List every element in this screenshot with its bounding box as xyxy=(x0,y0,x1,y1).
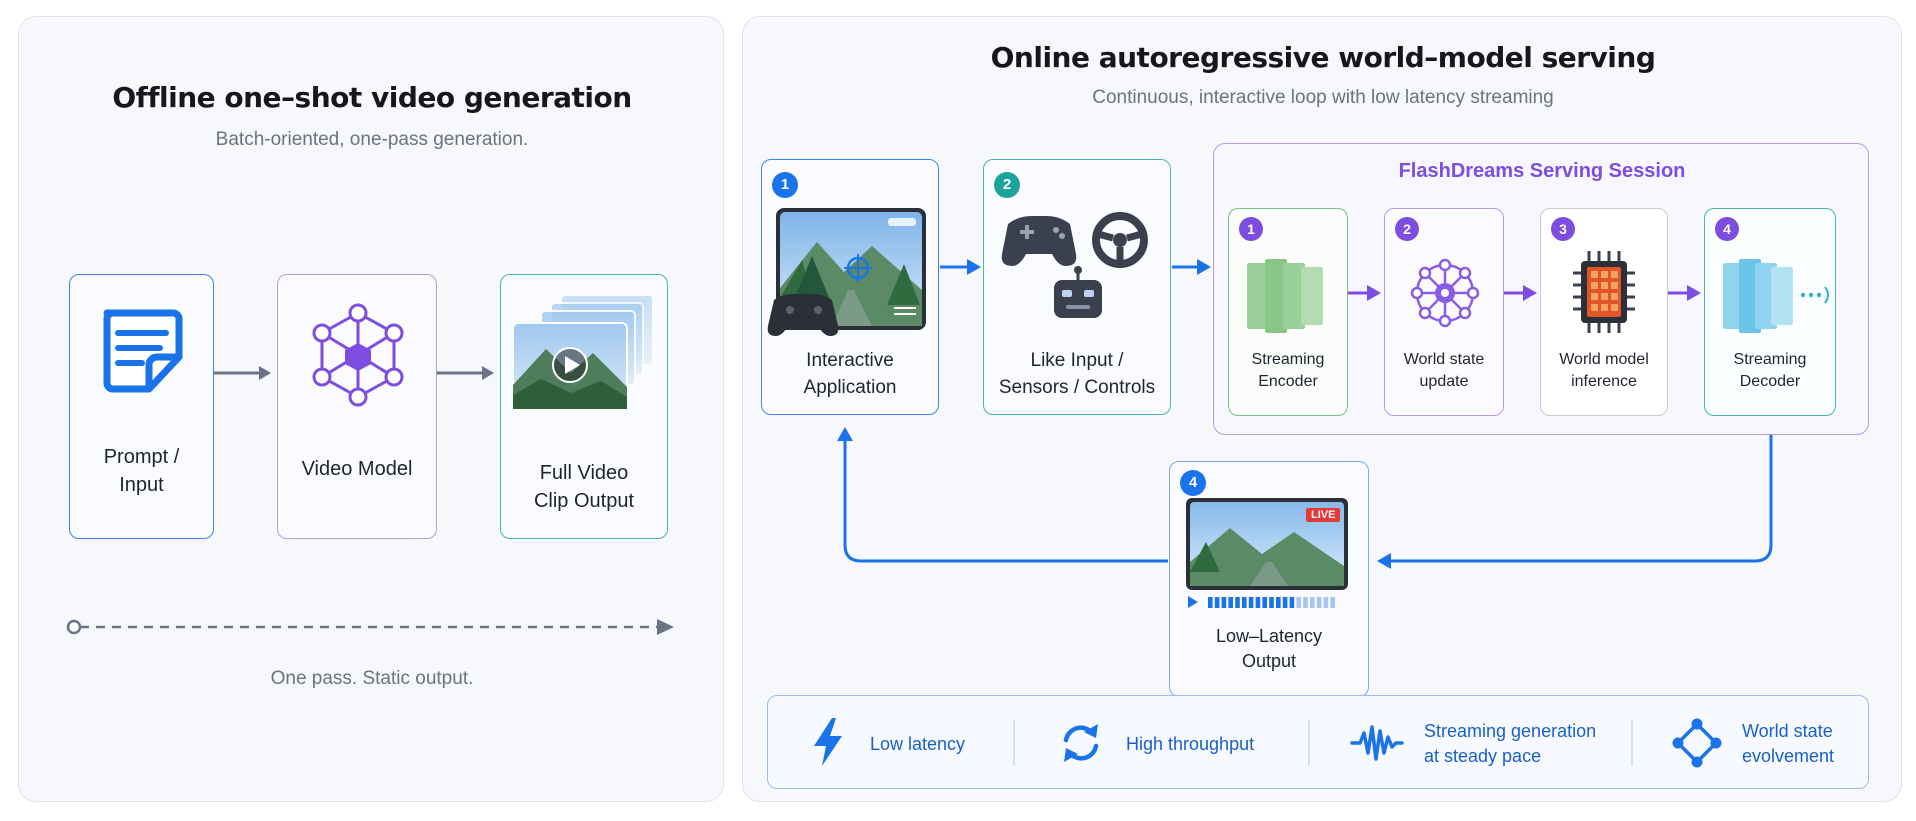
step-badge: 2 xyxy=(994,172,1020,198)
progress-tick xyxy=(1248,597,1254,608)
video-model-card: Video Model xyxy=(277,274,437,539)
progress-tick xyxy=(1310,597,1315,608)
feature-label: Low latency xyxy=(870,734,966,754)
feature-world-state-evolvement: World state evolvement xyxy=(1672,696,1862,790)
feature-label: High throughput xyxy=(1126,734,1255,754)
live-badge: LIVE xyxy=(1306,508,1341,522)
game-screen-icon xyxy=(767,208,926,336)
progress-tick xyxy=(1235,597,1240,608)
controllers-icon xyxy=(1001,212,1148,318)
step-badge: 4 xyxy=(1715,217,1739,241)
progress-tick xyxy=(1330,597,1335,608)
progress-tick xyxy=(1221,597,1227,608)
feature-label: Streaming generation at steady pace xyxy=(1424,721,1597,767)
prompt-input-card: Prompt / Input xyxy=(69,274,214,539)
video-model-label: Video Model xyxy=(301,458,413,480)
progress-tick xyxy=(1214,597,1220,608)
progress-tick xyxy=(1208,597,1213,608)
progress-tick xyxy=(1282,597,1288,608)
progress-tick xyxy=(1255,597,1261,608)
low-latency-output-card: 4 LIVE Low–Latency Output xyxy=(1169,461,1369,697)
step-badge: 2 xyxy=(1395,217,1419,241)
progress-tick xyxy=(1269,597,1274,608)
progress-tick xyxy=(1228,597,1233,608)
streaming-decoder-label: Streaming Decoder xyxy=(1733,351,1807,391)
world-state-update-label: World state update xyxy=(1403,351,1485,391)
streaming-decoder-card: 4 Streaming Decoder xyxy=(1704,208,1836,416)
decoder-layers-icon xyxy=(1723,259,1829,333)
progress-tick xyxy=(1289,597,1295,608)
streaming-encoder-label: Streaming Encoder xyxy=(1251,351,1325,391)
step-badge: 1 xyxy=(1239,217,1263,241)
feature-high-throughput: High throughput xyxy=(1058,696,1298,790)
feature-label: World state evolvement xyxy=(1742,721,1835,767)
input-controls-card: 2 Like Input / Sensors / Controls xyxy=(983,159,1171,415)
online-panel: Online autoregressive world–model servin… xyxy=(742,16,1902,802)
streaming-encoder-card: 1 Streaming Encoder xyxy=(1228,208,1348,416)
refresh-icon xyxy=(1063,724,1099,762)
video-clip-stack-icon xyxy=(512,294,654,410)
interactive-application-card: 1 Interactive Application xyxy=(761,159,939,415)
step-badge: 1 xyxy=(772,172,798,198)
progress-tick xyxy=(1262,597,1267,608)
progress-tick xyxy=(1303,597,1308,608)
world-model-inference-card: 3 World model inference xyxy=(1540,208,1668,416)
video-clip-output-label: Full Video Clip Output xyxy=(533,462,635,512)
network-nodes-icon xyxy=(1672,718,1722,768)
feature-low-latency: Low latency xyxy=(810,696,1010,790)
interactive-application-label: Interactive Application xyxy=(803,350,897,398)
progress-tick xyxy=(1323,597,1329,608)
world-state-network-icon xyxy=(1410,258,1480,328)
online-subtitle: Continuous, interactive loop with low la… xyxy=(1092,87,1554,108)
encoder-layers-icon xyxy=(1247,259,1323,333)
progress-tick xyxy=(1316,597,1322,608)
offline-subtitle: Batch-oriented, one-pass generation. xyxy=(215,129,529,150)
waveform-icon xyxy=(1350,725,1404,761)
serving-session-title: FlashDreams Serving Session xyxy=(1398,160,1686,182)
step-badge: 3 xyxy=(1551,217,1575,241)
feature-streaming-generation: Streaming generation at steady pace xyxy=(1350,696,1620,790)
lightning-icon xyxy=(814,718,842,766)
online-title: Online autoregressive world–model servin… xyxy=(990,41,1656,74)
stream-progress-bar xyxy=(1188,596,1335,608)
prompt-input-label: Prompt / Input xyxy=(103,446,180,496)
progress-tick xyxy=(1276,597,1281,608)
offline-panel: Offline one–shot video generation Batch-… xyxy=(18,16,724,802)
offline-footer: One pass. Static output. xyxy=(270,668,474,689)
chip-icon xyxy=(1573,251,1635,333)
world-state-update-card: 2 World state update xyxy=(1384,208,1504,416)
neural-network-icon xyxy=(312,303,404,407)
world-model-inference-label: World model inference xyxy=(1559,351,1649,391)
step-badge: 4 xyxy=(1180,470,1206,496)
serving-session-box: FlashDreams Serving Session 1 Streaming … xyxy=(1213,143,1869,435)
progress-tick xyxy=(1242,597,1247,608)
video-clip-output-card: Full Video Clip Output xyxy=(500,274,668,539)
progress-tick xyxy=(1296,597,1301,608)
offline-title: Offline one–shot video generation xyxy=(112,81,632,114)
input-controls-label: Like Input / Sensors / Controls xyxy=(998,350,1156,398)
features-bar: Low latency High throughput Streaming ge… xyxy=(767,695,1869,789)
document-icon xyxy=(103,309,183,393)
low-latency-output-label: Low–Latency Output xyxy=(1215,626,1323,672)
features-dividers xyxy=(1013,720,1633,766)
